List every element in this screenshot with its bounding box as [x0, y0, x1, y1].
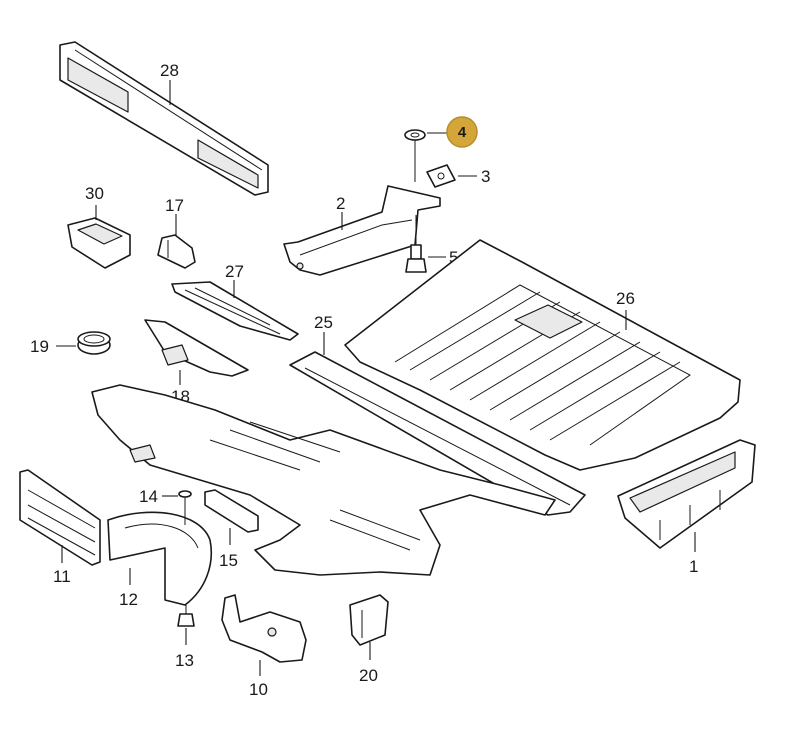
part-14-screw[interactable]	[178, 490, 192, 525]
part-12-wheel-housing[interactable]	[107, 511, 212, 606]
callout-15: 15	[219, 551, 238, 570]
callout-10: 10	[249, 680, 268, 699]
part-3-clip-nut[interactable]	[426, 164, 456, 188]
part-18-cover[interactable]	[144, 319, 249, 377]
part-17-small-bracket[interactable]	[157, 234, 196, 269]
callout-19: 19	[30, 337, 49, 356]
callout-13: 13	[175, 651, 194, 670]
callout-4-highlight-badge[interactable]	[446, 116, 478, 148]
callout-25: 25	[314, 313, 333, 332]
callout-14: 14	[139, 487, 158, 506]
callout-4: 4	[458, 124, 467, 141]
callout-28: 28	[160, 61, 179, 80]
callout-17: 17	[165, 196, 184, 215]
part-1-box[interactable]	[617, 439, 756, 549]
callout-12: 12	[119, 590, 138, 609]
callout-3: 3	[481, 167, 490, 186]
part-27-liner[interactable]	[171, 281, 299, 341]
callout-5: 5	[449, 248, 458, 267]
callout-30: 30	[85, 184, 104, 203]
part-30-tray[interactable]	[67, 217, 131, 269]
part-10-side-bracket[interactable]	[221, 594, 307, 663]
part-19-plug[interactable]	[77, 331, 111, 355]
part-26-rear-floor-pan[interactable]	[344, 239, 741, 471]
part-13-clip[interactable]	[177, 605, 195, 627]
callout-1: 1	[689, 557, 698, 576]
callout-11: 11	[53, 567, 71, 586]
callout-2: 2	[336, 194, 345, 213]
front-floor-pan	[91, 384, 556, 576]
part-5-bolt[interactable]	[405, 215, 427, 273]
part-20-plate[interactable]	[349, 594, 389, 646]
callout-27: 27	[225, 262, 244, 281]
callout-20: 20	[359, 666, 378, 685]
part-2-bracket[interactable]	[283, 185, 441, 276]
part-15-pad[interactable]	[204, 489, 259, 533]
part-28-rear-panel[interactable]	[59, 41, 269, 196]
part-4-grommet[interactable]	[404, 129, 426, 182]
callout-26: 26	[616, 289, 635, 308]
part-11-frame[interactable]	[19, 469, 101, 566]
